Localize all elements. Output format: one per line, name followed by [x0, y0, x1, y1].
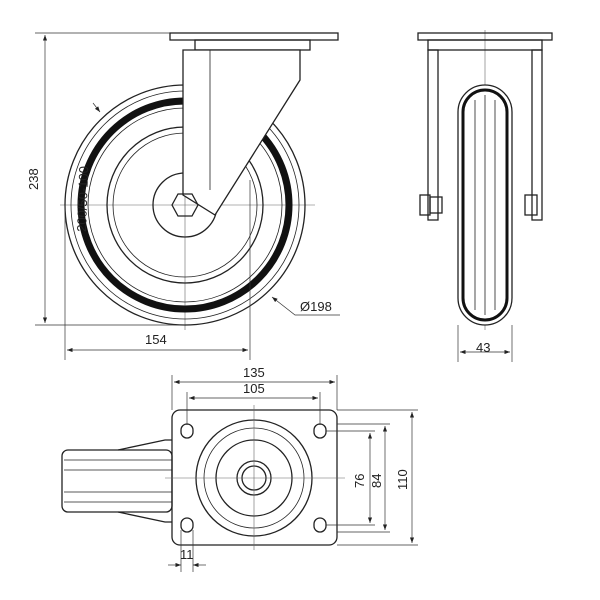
dim-hole-spacing-y: 76 [352, 474, 367, 488]
dim-overall-height: 238 [26, 168, 41, 190]
bottom-view [61, 405, 345, 550]
dim-hole-spacing-x: 105 [243, 381, 265, 396]
side-view: 200/50-100 [60, 32, 339, 330]
dim-hole-diameter: 11 [180, 547, 194, 562]
front-view [417, 30, 553, 330]
dim-plate-length: 110 [395, 469, 410, 490]
dim-hole-spacing-y2: 84 [369, 474, 384, 488]
dim-wheel-width: 43 [476, 340, 490, 355]
dim-wheel-diameter: Ø198 [300, 299, 332, 314]
tire-marking: 200/50-100 [74, 166, 91, 232]
dim-plate-width: 135 [243, 365, 265, 380]
dim-offset: 154 [145, 332, 167, 347]
